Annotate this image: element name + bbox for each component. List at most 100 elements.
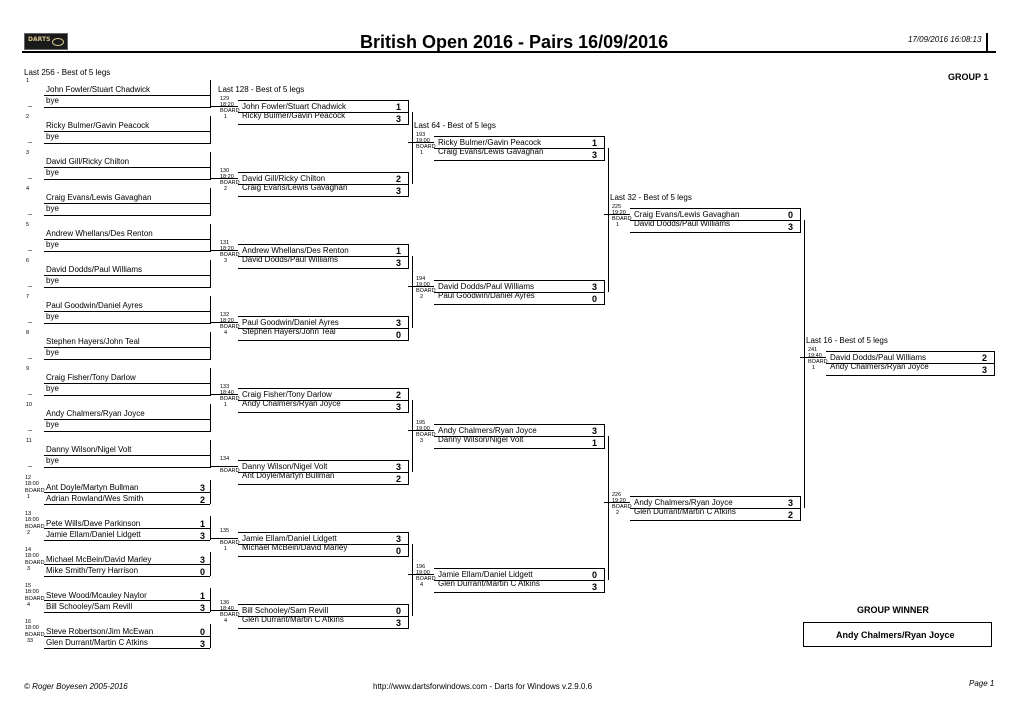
bracket-line: [44, 251, 210, 252]
player-pair: David Gill/Ricky Chilton: [242, 174, 326, 183]
player-pair: Danny Wilson/Nigel Volt: [46, 445, 132, 454]
bracket-line: [238, 316, 408, 317]
bracket-line: [804, 220, 805, 508]
player-pair: David Dodds/Paul Williams: [438, 282, 535, 291]
match-time: 18:00: [25, 481, 39, 487]
bracket-line: [434, 148, 604, 149]
bracket-line: [434, 592, 604, 593]
bracket-line: [44, 323, 210, 324]
board-number: 3: [27, 566, 31, 572]
match-number: 2: [26, 114, 30, 120]
bracket-line: [44, 431, 210, 432]
bracket-line: [210, 322, 238, 323]
board-number: 2: [27, 530, 31, 536]
bracket-line: [210, 178, 238, 179]
match-number: 132: [220, 312, 230, 318]
bracket-line: [408, 100, 409, 125]
match-number: 16: [25, 619, 32, 625]
player-pair: bye: [46, 384, 59, 393]
bracket-line: [608, 148, 609, 292]
player-pair: Danny Wilson/Nigel Volt: [438, 435, 524, 444]
player-pair: Andy Chalmers/Ryan Joyce: [46, 409, 145, 418]
bracket-line: [630, 520, 800, 521]
bracket-line: [408, 430, 434, 431]
score: 3: [592, 150, 598, 160]
match-time: 19:00: [416, 282, 430, 288]
group-label: GROUP 1: [948, 72, 989, 82]
match-number: 193: [416, 132, 426, 138]
bracket-line: [630, 496, 800, 497]
match-time: 18:20: [220, 102, 234, 108]
player-pair: Andrew Whellans/Des Renton: [242, 246, 349, 255]
bye-marker: _: [28, 100, 32, 107]
player-pair: Adrian Rowland/Wes Smith: [46, 494, 144, 503]
bye-marker: _: [28, 280, 32, 287]
bracket-line: [630, 220, 800, 221]
player-pair: Glen Durrant/Martin C Atkins: [242, 615, 344, 624]
group-winner-box: [803, 622, 992, 647]
logo-text: DARTS: [28, 36, 51, 43]
score: 3: [788, 222, 794, 232]
player-pair: David Gill/Ricky Chilton: [46, 157, 130, 166]
score: 3: [788, 498, 794, 508]
bracket-line: [238, 124, 408, 125]
bracket-line: [44, 347, 210, 348]
bracket-line: [210, 552, 211, 576]
bracket-line: [412, 112, 413, 184]
score: 3: [200, 639, 206, 649]
match-time: 18:20: [220, 174, 234, 180]
board-label: BOARD: [25, 632, 45, 638]
player-pair: David Dodds/Paul Williams: [634, 219, 731, 228]
bracket-line: [630, 232, 800, 233]
bracket-line: [238, 328, 408, 329]
player-pair: Ricky Bulmer/Gavin Peacock: [438, 138, 542, 147]
player-pair: David Dodds/Paul Williams: [830, 353, 927, 362]
bracket-line: [210, 624, 211, 648]
board-label: BOARD: [25, 488, 45, 494]
bracket-line: [238, 340, 408, 341]
bracket-line: [210, 250, 238, 251]
match-number: 5: [26, 222, 30, 228]
match-number: 134: [220, 456, 230, 462]
board-label: BOARD: [220, 108, 240, 114]
board-label: BOARD: [25, 596, 45, 602]
bracket-line: [800, 496, 801, 521]
bracket-line: [604, 214, 630, 215]
bracket-line: [826, 375, 994, 376]
bracket-line: [238, 112, 408, 113]
score: 3: [592, 582, 598, 592]
bracket-line: [238, 532, 408, 533]
board-label: BOARD: [416, 576, 436, 582]
board-label: BOARD: [808, 359, 828, 365]
score: 3: [592, 282, 598, 292]
player-pair: Bill Schooley/Sam Revill: [242, 606, 329, 615]
board-label: BOARD: [220, 396, 240, 402]
bracket-line: [210, 152, 211, 180]
bracket-line: [44, 395, 210, 396]
player-pair: bye: [46, 96, 59, 105]
match-time: 18:20: [220, 318, 234, 324]
board-label: BOARD: [25, 560, 45, 566]
match-time: 18:00: [25, 553, 39, 559]
bracket-line: [44, 167, 210, 168]
bracket-line: [412, 256, 413, 328]
board-number: 1: [224, 546, 228, 552]
player-pair: Andy Chalmers/Ryan Joyce: [830, 362, 929, 371]
score: 1: [200, 591, 206, 601]
bracket-line: [238, 484, 408, 485]
bracket-line: [238, 556, 408, 557]
bracket-line: [800, 208, 801, 233]
board-number: 3: [420, 438, 424, 444]
board-label: BOARD: [220, 324, 240, 330]
bracket-line: [210, 188, 211, 216]
match-number: 241: [808, 347, 818, 353]
score: 3: [396, 462, 402, 472]
match-time: 18:40: [220, 390, 234, 396]
player-pair: bye: [46, 204, 59, 213]
score: 1: [396, 246, 402, 256]
bracket-line: [408, 244, 409, 269]
bracket-line: [210, 588, 211, 612]
footer-page: Page 1: [969, 679, 995, 688]
bracket-line: [210, 80, 211, 108]
player-pair: Ricky Bulmer/Gavin Peacock: [46, 121, 150, 130]
